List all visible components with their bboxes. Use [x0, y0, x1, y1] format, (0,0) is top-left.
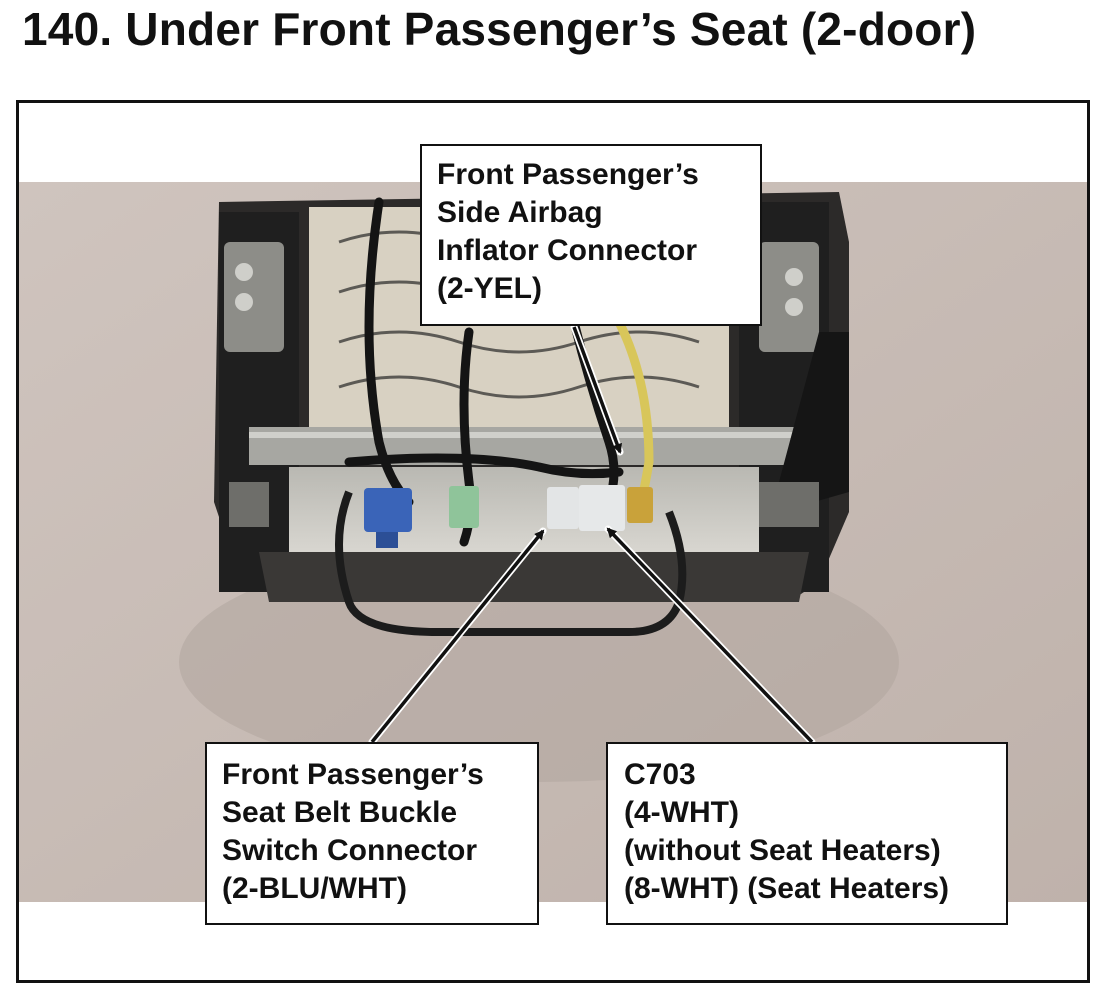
callout-line: Front Passenger’s	[222, 758, 484, 791]
callout-side-airbag-connector: Front Passenger’s Side Airbag Inflator C…	[420, 144, 762, 326]
callout-arrows	[368, 323, 816, 746]
page-title: 140. Under Front Passenger’s Seat (2-doo…	[22, 3, 977, 55]
callout-line: (without Seat Heaters)	[624, 834, 941, 867]
callout-line: (2-YEL)	[437, 272, 542, 305]
callout-line: Inflator Connector	[437, 234, 697, 267]
figure-frame: Front Passenger’s Side Airbag Inflator C…	[16, 100, 1090, 983]
callout-line: Switch Connector	[222, 834, 478, 867]
callout-line: Seat Belt Buckle	[222, 796, 458, 829]
callout-line: (8-WHT) (Seat Heaters)	[624, 872, 950, 905]
callout-c703-connector: C703 (4-WHT) (without Seat Heaters) (8-W…	[606, 742, 1008, 925]
callout-line: Side Airbag	[437, 196, 603, 229]
airbag-arrow	[572, 326, 622, 454]
callout-line: C703	[624, 758, 696, 791]
callout-line: (2-BLU/WHT)	[222, 872, 407, 905]
callout-seat-belt-buckle-connector: Front Passenger’s Seat Belt Buckle Switc…	[205, 742, 539, 925]
callout-line: Front Passenger’s	[437, 158, 699, 191]
c703-arrow	[606, 527, 814, 744]
buckle-arrow	[370, 529, 545, 744]
callout-line: (4-WHT)	[624, 796, 739, 829]
